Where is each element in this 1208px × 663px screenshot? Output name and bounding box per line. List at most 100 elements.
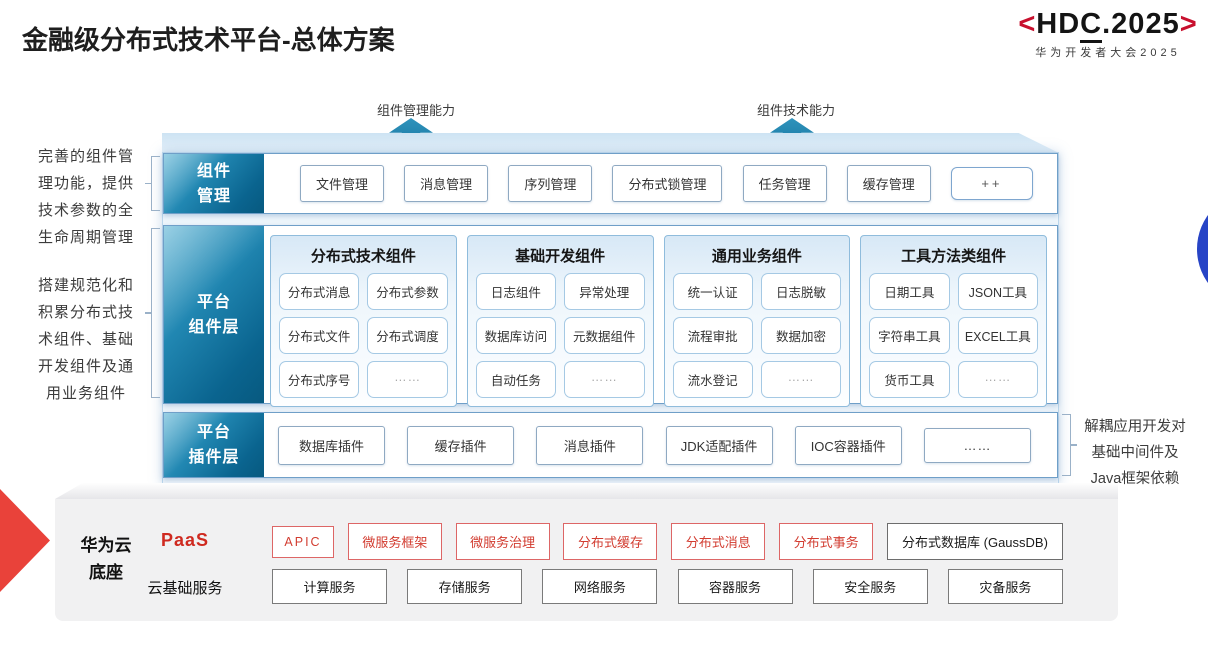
left-bracket-icon bbox=[145, 156, 160, 211]
hdc-logo-wordmark: <HDC.2025> bbox=[1010, 8, 1206, 43]
logo-text-c-underlined: C bbox=[1080, 8, 1103, 43]
group-grid: 日志组件 异常处理 数据库访问 元数据组件 自动任务 …… bbox=[475, 273, 645, 398]
group-item-box: 元数据组件 bbox=[564, 317, 645, 354]
group-item-box: 数据加密 bbox=[760, 317, 842, 354]
cloud-panel-top-face bbox=[55, 483, 1118, 499]
component-box: 任务管理 bbox=[742, 165, 827, 202]
group-item-box: 货币工具 bbox=[869, 361, 950, 398]
paas-database-box: 分布式数据库 (GaussDB) bbox=[886, 523, 1063, 560]
paas-service-box: 分布式消息 bbox=[671, 523, 766, 560]
group-title: 基础开发组件 bbox=[515, 248, 606, 265]
huawei-cloud-base-label: 华为云 底座 bbox=[67, 532, 145, 586]
group-item-box: 数据库访问 bbox=[475, 317, 557, 354]
group-common-business: 通用业务组件 统一认证 日志脱敏 流程审批 数据加密 流水登记 …… bbox=[663, 235, 851, 407]
group-grid: 分布式消息 分布式参数 分布式文件 分布式调度 分布式序号 …… bbox=[279, 273, 448, 398]
group-item-box: 异常处理 bbox=[564, 273, 645, 310]
note-component-management: 完善的组件管理功能，提供技术参数的全生命周期管理 bbox=[37, 148, 134, 246]
layer-label-platform-components: 平台 组件层 bbox=[164, 226, 264, 403]
group-item-box: 分布式消息 bbox=[279, 273, 360, 310]
paas-service-box: 分布式缓存 bbox=[563, 523, 658, 560]
logo-subtitle: 华为开发者大会2025 bbox=[1035, 47, 1181, 59]
paas-service-box: APIC bbox=[272, 525, 334, 558]
component-box: 消息管理 bbox=[404, 165, 489, 202]
plugin-box: IOC容器插件 bbox=[794, 425, 902, 465]
platform-panel: 组件 管理 文件管理 消息管理 序列管理 分布式锁管理 任务管理 缓存管理 ++… bbox=[162, 152, 1059, 485]
blue-circle-decoration bbox=[1197, 191, 1208, 307]
logo-right-angle-icon: > bbox=[1179, 8, 1198, 40]
component-box-more: ++ bbox=[950, 167, 1033, 200]
group-basic-dev: 基础开发组件 日志组件 异常处理 数据库访问 元数据组件 自动任务 …… bbox=[466, 235, 654, 407]
plugin-box: JDK适配插件 bbox=[665, 425, 773, 465]
component-groups: 分布式技术组件 分布式消息 分布式参数 分布式文件 分布式调度 分布式序号 ……… bbox=[270, 235, 1047, 407]
note-plugin-layer: 解耦应用开发对基础中间件及Java框架依赖 bbox=[1084, 419, 1186, 487]
group-item-box: 日志脱敏 bbox=[760, 273, 842, 310]
group-grid: 统一认证 日志脱敏 流程审批 数据加密 流水登记 …… bbox=[672, 273, 842, 398]
group-tool-methods: 工具方法类组件 日期工具 JSON工具 字符串工具 EXCEL工具 货币工具 …… bbox=[860, 235, 1047, 407]
logo-text-year: .2025 bbox=[1102, 8, 1180, 40]
group-distributed-tech: 分布式技术组件 分布式消息 分布式参数 分布式文件 分布式调度 分布式序号 …… bbox=[270, 235, 457, 407]
group-item-box: 分布式参数 bbox=[367, 273, 448, 310]
group-item-box: 分布式序号 bbox=[279, 361, 360, 398]
layer-label-component-management: 组件 管理 bbox=[164, 154, 264, 213]
layer-label-line: 管理 bbox=[196, 187, 231, 205]
cloud-service-box: 灾备服务 bbox=[947, 568, 1063, 604]
group-title: 通用业务组件 bbox=[711, 248, 802, 265]
capability-label-management: 组件管理能力 bbox=[377, 103, 456, 118]
layer-label-line: 平台 bbox=[196, 293, 231, 311]
layer-label-line: 平台 bbox=[196, 424, 231, 441]
cloud-service-box: 计算服务 bbox=[272, 568, 387, 604]
component-box: 分布式锁管理 bbox=[612, 165, 723, 202]
component-box: 序列管理 bbox=[508, 165, 593, 202]
platform-panel-top-face bbox=[162, 133, 1059, 153]
paas-services: APIC 微服务框架 微服务治理 分布式缓存 分布式消息 分布式事务 分布式数据… bbox=[272, 523, 1063, 560]
group-item-box-more: …… bbox=[564, 361, 645, 398]
note-platform-components: 搭建规范化和积累分布式技术组件、基础开发组件及通用业务组件 bbox=[37, 277, 134, 402]
component-box: 缓存管理 bbox=[846, 165, 931, 202]
paas-label: PaaS bbox=[160, 530, 210, 550]
layer-label-line: 组件层 bbox=[188, 318, 240, 336]
group-title: 分布式技术组件 bbox=[310, 248, 416, 265]
group-item-box: 流水登记 bbox=[672, 361, 753, 398]
component-box: 文件管理 bbox=[300, 165, 385, 202]
cloud-service-box: 网络服务 bbox=[542, 568, 658, 604]
group-item-box: 日志组件 bbox=[475, 273, 557, 310]
plugin-box-more: …… bbox=[923, 427, 1031, 463]
group-item-box: JSON工具 bbox=[957, 273, 1038, 310]
group-item-box: 分布式文件 bbox=[279, 317, 360, 354]
component-management-items: 文件管理 消息管理 序列管理 分布式锁管理 任务管理 缓存管理 ++ bbox=[300, 154, 1033, 213]
group-title: 工具方法类组件 bbox=[901, 248, 1007, 265]
paas-service-box: 微服务框架 bbox=[347, 523, 442, 560]
plugin-items: 数据库插件 缓存插件 消息插件 JDK适配插件 IOC容器插件 …… bbox=[278, 413, 1031, 477]
hdc-logo: <HDC.2025> 华为开发者大会2025 bbox=[1010, 8, 1206, 60]
right-bracket-icon bbox=[1062, 414, 1077, 476]
layer-label-line: 插件层 bbox=[188, 449, 240, 466]
group-item-box: 字符串工具 bbox=[869, 317, 950, 354]
group-grid: 日期工具 JSON工具 字符串工具 EXCEL工具 货币工具 …… bbox=[869, 273, 1038, 398]
cloud-service-box: 容器服务 bbox=[677, 568, 793, 604]
hw-label-line: 华为云 bbox=[80, 536, 132, 555]
group-item-box: EXCEL工具 bbox=[957, 317, 1038, 354]
logo-text-hd: HD bbox=[1036, 8, 1081, 40]
paas-service-box: 分布式事务 bbox=[779, 523, 874, 560]
page-title: 金融级分布式技术平台-总体方案 bbox=[22, 25, 395, 55]
layer-label-line: 组件 bbox=[196, 162, 231, 180]
cloud-service-box: 存储服务 bbox=[407, 568, 523, 604]
plugin-box: 数据库插件 bbox=[278, 425, 385, 465]
group-item-box-more: …… bbox=[367, 361, 448, 398]
capability-label-technology: 组件技术能力 bbox=[757, 103, 836, 118]
group-item-box-more: …… bbox=[957, 361, 1038, 398]
plugin-box: 消息插件 bbox=[536, 425, 644, 465]
red-arrow-icon bbox=[0, 489, 50, 592]
group-item-box: 流程审批 bbox=[672, 317, 753, 354]
layer-component-management: 组件 管理 文件管理 消息管理 序列管理 分布式锁管理 任务管理 缓存管理 ++ bbox=[163, 153, 1058, 214]
group-item-box: 统一认证 bbox=[672, 273, 753, 310]
group-item-box-more: …… bbox=[760, 361, 842, 398]
cloud-basic-services: 计算服务 存储服务 网络服务 容器服务 安全服务 灾备服务 bbox=[272, 568, 1063, 604]
group-item-box: 自动任务 bbox=[475, 361, 557, 398]
layer-platform-components: 平台 组件层 分布式技术组件 分布式消息 分布式参数 分布式文件 分布式调度 分… bbox=[163, 225, 1058, 407]
plugin-box: 缓存插件 bbox=[407, 425, 515, 465]
huawei-cloud-base-panel: 华为云 底座 PaaS APIC 微服务框架 微服务治理 分布式缓存 分布式消息… bbox=[55, 499, 1118, 621]
left-bracket-icon bbox=[145, 228, 160, 398]
paas-service-box: 微服务治理 bbox=[455, 523, 550, 560]
